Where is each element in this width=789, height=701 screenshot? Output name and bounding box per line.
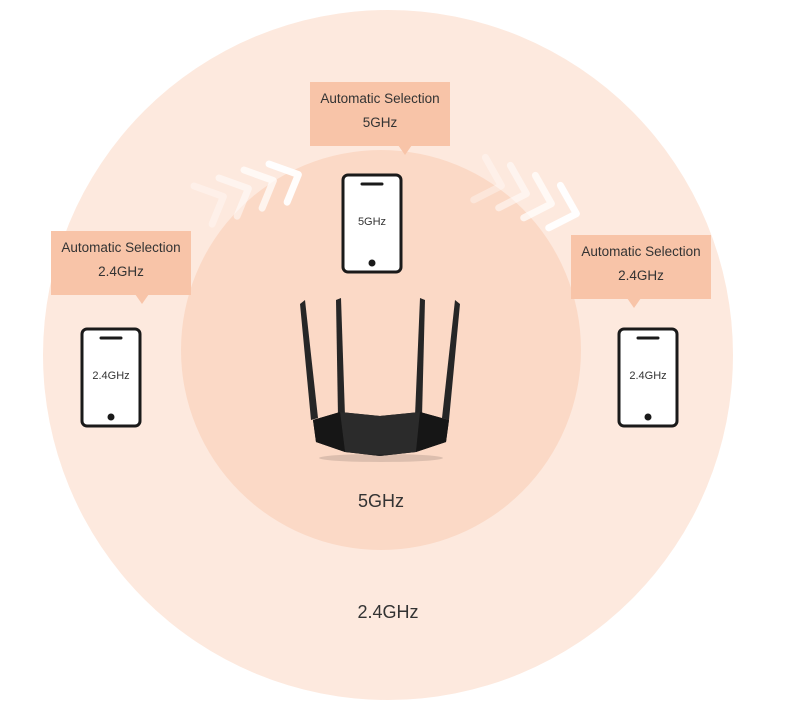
top-selection-bubble: Automatic Selection 5GHz [310,82,450,155]
right-arrow-chevrons-icon [470,153,580,232]
top-bubble-line1: Automatic Selection [320,91,440,106]
router-icon [300,298,460,462]
top-phone-label: 5GHz [357,216,387,228]
left-selection-bubble: Automatic Selection 2.4GHz [51,231,191,304]
right-phone-icon [617,327,679,428]
left-phone-icon [80,327,142,428]
left-bubble-line1: Automatic Selection [61,240,181,255]
right-selection-bubble: Automatic Selection 2.4GHz [571,235,711,308]
right-phone-label: 2.4GHz [629,370,667,382]
top-bubble-line2: 5GHz [362,115,398,130]
outer-band-label: 2.4GHz [357,602,419,622]
left-phone-label: 2.4GHz [92,370,130,382]
inner-coverage-circle [181,150,581,550]
right-bubble-line2: 2.4GHz [618,268,664,283]
top-phone-icon [341,173,403,274]
left-bubble-line2: 2.4GHz [98,264,144,279]
inner-band-label: 5GHz [357,491,404,511]
right-bubble-line1: Automatic Selection [581,244,701,259]
left-arrow-chevrons-icon [190,160,302,228]
